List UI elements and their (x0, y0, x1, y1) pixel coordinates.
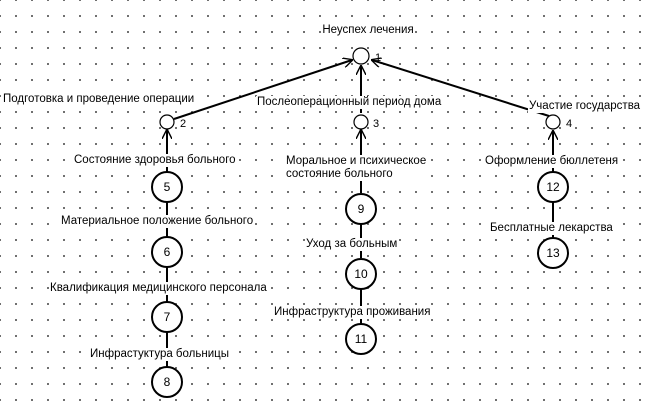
factor-label-free-medicine: Бесплатные лекарства (489, 222, 614, 235)
branch-node-3 (353, 114, 369, 130)
svg-text:7: 7 (164, 310, 171, 324)
factor-node-8: 8 (151, 366, 183, 398)
factor-node-9: 9 (345, 193, 377, 225)
branch-label-postop: Послеоперационный период дома (256, 96, 443, 109)
factor-label-health: Состояние здоровья больного (73, 154, 237, 167)
factor-node-13: 13 (537, 237, 569, 269)
edge-2-to-1 (173, 60, 352, 120)
root-label: Неуспех лечения (321, 24, 415, 37)
edge-4-to-1 (372, 60, 550, 117)
svg-text:11: 11 (355, 332, 368, 346)
root-node (352, 47, 370, 65)
svg-text:6: 6 (164, 245, 171, 259)
factor-node-5: 5 (151, 171, 183, 203)
svg-text:10: 10 (354, 267, 368, 281)
root-node-number: 1 (375, 52, 381, 64)
factor-node-10: 10 (345, 258, 377, 290)
branch-node-4-number: 4 (566, 118, 572, 130)
factor-label-sick-leave: Оформление бюллетеня (484, 155, 620, 168)
branch-node-4 (545, 114, 561, 130)
branch-label-operation: Подготовка и проведение операции (2, 93, 196, 106)
svg-text:8: 8 (164, 375, 171, 389)
factor-node-12: 12 (537, 171, 569, 203)
branch-node-3-number: 3 (373, 118, 379, 130)
factor-label-mental-state: Моральное и психическое состояние больно… (285, 155, 428, 181)
factor-label-home-infra: Инфраструктура проживания (273, 306, 432, 319)
branch-node-2 (159, 114, 175, 130)
svg-text:13: 13 (546, 246, 560, 260)
factor-node-11: 11 (345, 323, 377, 355)
branch-node-2-number: 2 (180, 118, 186, 130)
factor-node-6: 6 (151, 236, 183, 268)
factor-node-7: 7 (151, 301, 183, 333)
branch-label-state: Участие государства (528, 100, 642, 113)
factor-label-finances: Материальное положение больного (60, 215, 255, 228)
factor-label-hospital-infra: Инфрастуктура больницы (89, 348, 230, 361)
factor-label-qualification: Квалификация медицинского персонала (49, 282, 268, 295)
svg-text:12: 12 (546, 180, 560, 194)
svg-text:9: 9 (358, 202, 365, 216)
factor-label-care: Уход за больным (305, 238, 399, 251)
svg-text:5: 5 (164, 180, 171, 194)
